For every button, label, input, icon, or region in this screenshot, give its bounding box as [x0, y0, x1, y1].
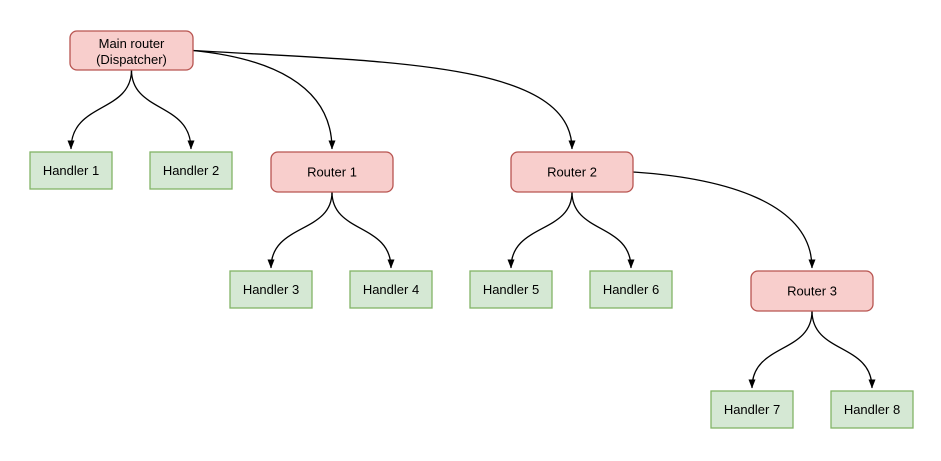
handler-6-box[interactable] — [589, 270, 673, 309]
node-handler-5[interactable]: Handler 5 — [469, 270, 553, 309]
edge-router-2-to-handler-5 — [507, 191, 573, 269]
node-handler-2[interactable]: Handler 2 — [149, 151, 233, 190]
handler-4-box[interactable] — [349, 270, 433, 309]
edge-router-1-to-handler-4 — [331, 191, 395, 269]
router-3-box[interactable] — [750, 270, 874, 312]
edge-main-router-to-handler-1 — [67, 69, 133, 150]
nodes-layer: Main router (Dispatcher) Handler 1 Handl… — [29, 30, 914, 429]
handler-2-label: Handler 2 — [163, 163, 219, 178]
handler-4-label: Handler 4 — [363, 282, 419, 297]
handler-8-label: Handler 8 — [844, 402, 900, 417]
edge-router-3-to-handler-8 — [811, 310, 876, 389]
node-router-3[interactable]: Router 3 — [750, 270, 874, 312]
handler-3-label: Handler 3 — [243, 282, 299, 297]
main-router-label-line1: Main router — [99, 36, 165, 51]
edge-router-2-to-router-3 — [632, 171, 816, 269]
edge-router-2-to-handler-6 — [571, 191, 635, 269]
node-router-1[interactable]: Router 1 — [270, 151, 394, 193]
handler-7-label: Handler 7 — [724, 402, 780, 417]
handler-5-box[interactable] — [469, 270, 553, 309]
router-1-box[interactable] — [270, 151, 394, 193]
node-handler-3[interactable]: Handler 3 — [229, 270, 313, 309]
router-2-box[interactable] — [510, 151, 634, 193]
router-1-label: Router 1 — [307, 165, 357, 180]
edge-main-router-to-handler-2 — [130, 69, 195, 150]
node-router-2[interactable]: Router 2 — [510, 151, 634, 193]
handler-7-box[interactable] — [710, 390, 794, 429]
handler-1-label: Handler 1 — [43, 163, 99, 178]
node-handler-6[interactable]: Handler 6 — [589, 270, 673, 309]
router-2-label: Router 2 — [547, 165, 597, 180]
handler-5-label: Handler 5 — [483, 282, 539, 297]
edges-layer — [67, 49, 876, 389]
handler-3-box[interactable] — [229, 270, 313, 309]
node-handler-8[interactable]: Handler 8 — [830, 390, 914, 429]
handler-8-box[interactable] — [830, 390, 914, 429]
handler-1-box[interactable] — [29, 151, 113, 190]
edge-main-router-to-router-2 — [192, 49, 576, 150]
edge-router-1-to-handler-3 — [267, 191, 333, 269]
node-main-router[interactable]: Main router (Dispatcher) — [69, 30, 194, 71]
main-router-box[interactable] — [69, 30, 194, 71]
main-router-label-line2: (Dispatcher) — [96, 52, 167, 67]
handler-2-box[interactable] — [149, 151, 233, 190]
handler-6-label: Handler 6 — [603, 282, 659, 297]
node-handler-1[interactable]: Handler 1 — [29, 151, 113, 190]
edge-main-router-to-router-1 — [192, 49, 336, 150]
node-handler-4[interactable]: Handler 4 — [349, 270, 433, 309]
node-handler-7[interactable]: Handler 7 — [710, 390, 794, 429]
edge-router-3-to-handler-7 — [748, 310, 813, 389]
router-3-label: Router 3 — [787, 284, 837, 299]
